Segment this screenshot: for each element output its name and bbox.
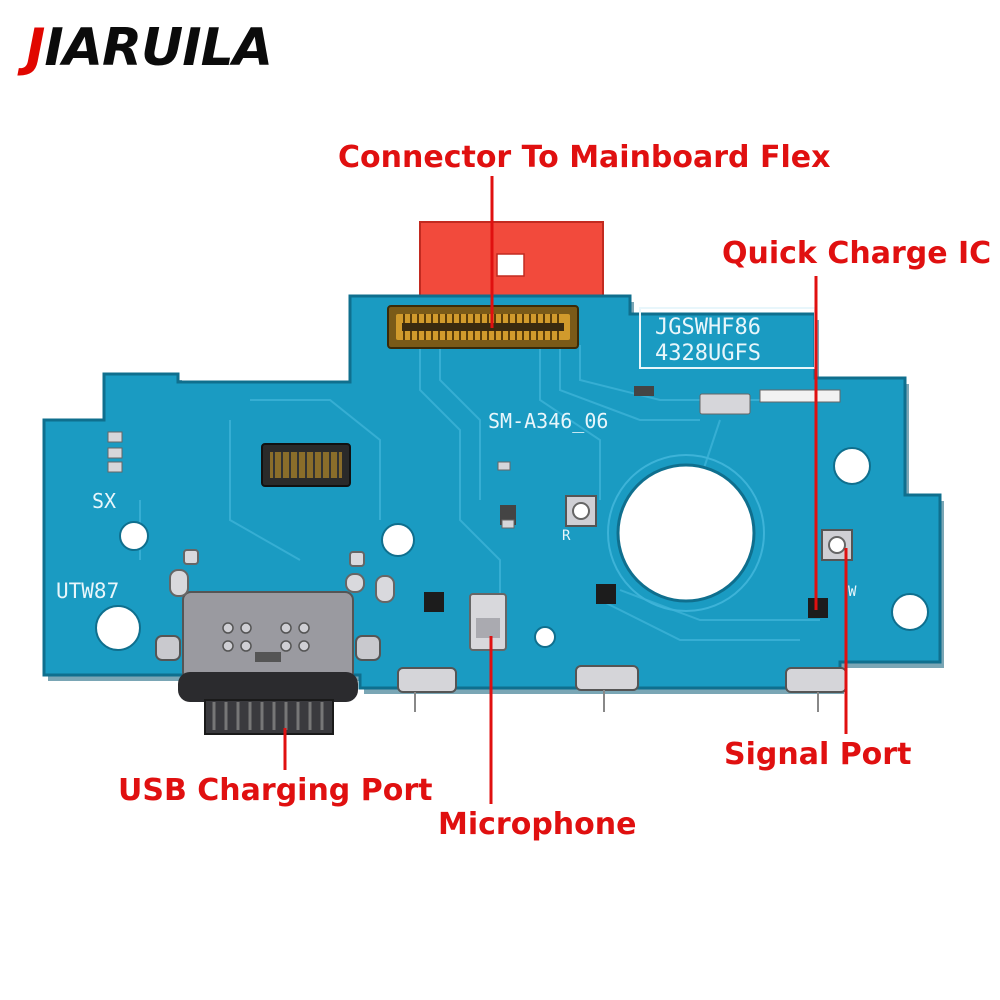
silk-utw: UTW87: [56, 579, 119, 603]
brand-logo-first-letter: J: [26, 18, 45, 78]
brand-logo-rest: IARUILA: [44, 18, 273, 78]
silk-code2: 4328UGFS: [655, 341, 761, 366]
label-signal: Signal Port: [724, 737, 912, 772]
smd-components: [107, 389, 841, 529]
silk-model: SM-A346_06: [488, 409, 608, 433]
mainboard-connector: [387, 305, 579, 349]
label-connector: Connector To Mainboard Flex: [338, 140, 831, 175]
silk-r: R: [562, 528, 571, 544]
pcb-traces: [139, 345, 820, 641]
fpc-connector-small: [261, 443, 351, 487]
antenna-connectors: [565, 495, 853, 561]
contact-springs: [397, 665, 847, 712]
ic-chips: [424, 386, 828, 618]
label-microphone: Microphone: [438, 807, 637, 842]
label-quick-charge: Quick Charge IC: [722, 236, 992, 271]
silk-sx: SX: [92, 489, 116, 513]
silk-code1: JGSWHF86: [655, 315, 761, 340]
flex-tab: [419, 221, 604, 303]
silk-w: W: [848, 584, 857, 600]
microphone-component: [469, 593, 507, 651]
solder-pads: [169, 549, 395, 603]
silkscreen-codes: JGSWHF86 4328UGFS SM-A346_06 SX UTW87 R …: [56, 307, 857, 603]
mounting-holes: [95, 447, 929, 651]
usb-c-port: [155, 591, 381, 735]
label-usb: USB Charging Port: [118, 773, 433, 808]
brand-logo: JIARUILA: [26, 22, 273, 74]
